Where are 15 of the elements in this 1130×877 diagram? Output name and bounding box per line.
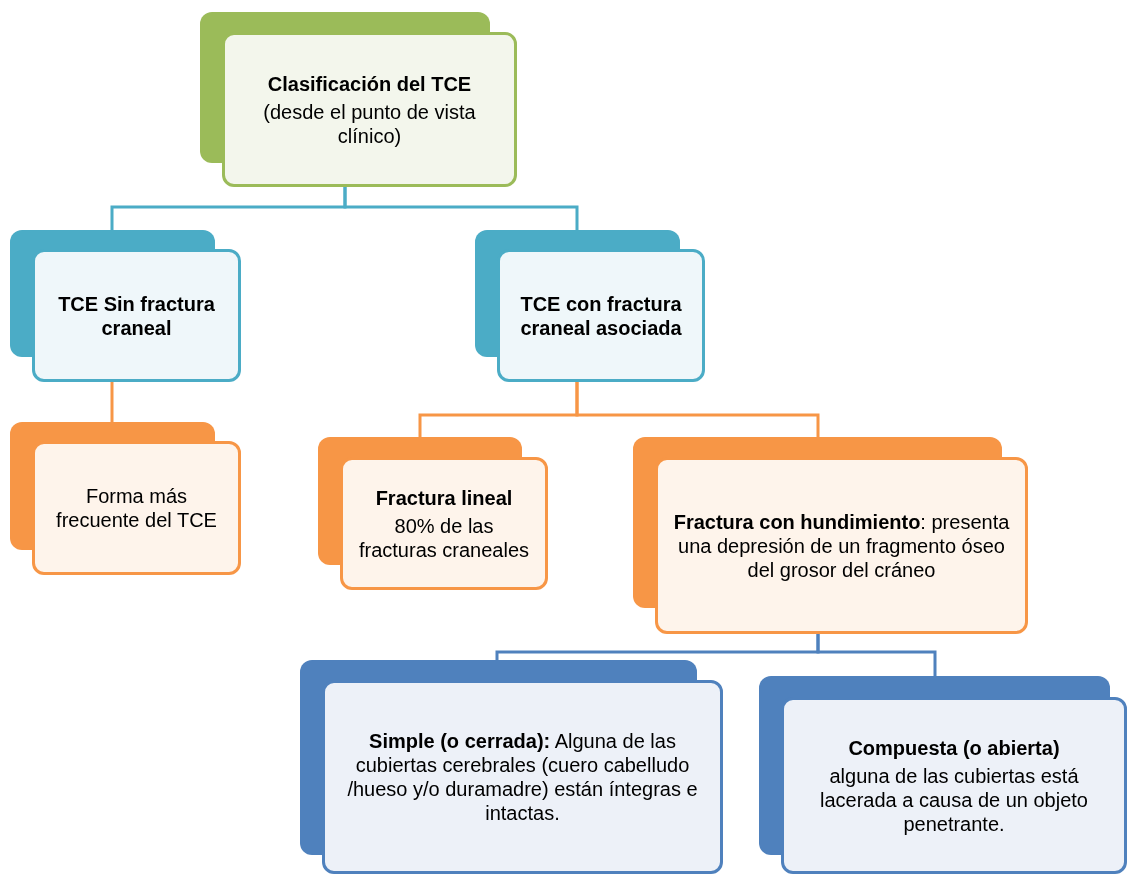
box-text: alguna de las cubiertas está lacerada a causa de un objeto penetrante. bbox=[819, 763, 1089, 836]
box-title: TCE con fractura craneal asociada bbox=[519, 291, 683, 340]
box-title: Compuesta (o abierta) bbox=[848, 735, 1060, 760]
connector-line bbox=[110, 382, 114, 422]
box-text: Fractura con hundimiento: presenta una depresión de un fragmento óseo del grosor del cráneo bbox=[672, 509, 1011, 582]
connector-line bbox=[343, 187, 579, 230]
box-text: Forma más frecuente del TCE bbox=[55, 484, 218, 532]
connector-line bbox=[575, 382, 820, 437]
box-text: Simple (o cerrada): Alguna de las cubiertas cerebrales (cuero cabelludo /hueso y/o duramadre) están íntegras e intactas. bbox=[346, 729, 699, 825]
box-title: Clasificación del TCE bbox=[267, 71, 472, 96]
box-text: (desde el punto de vista clínico) bbox=[262, 99, 477, 148]
connector-line bbox=[816, 634, 937, 676]
box-title: TCE Sin fractura craneal bbox=[57, 291, 216, 340]
box-title: Fractura lineal bbox=[375, 485, 513, 510]
box-text: 80% de las fracturas craneales bbox=[357, 513, 531, 562]
